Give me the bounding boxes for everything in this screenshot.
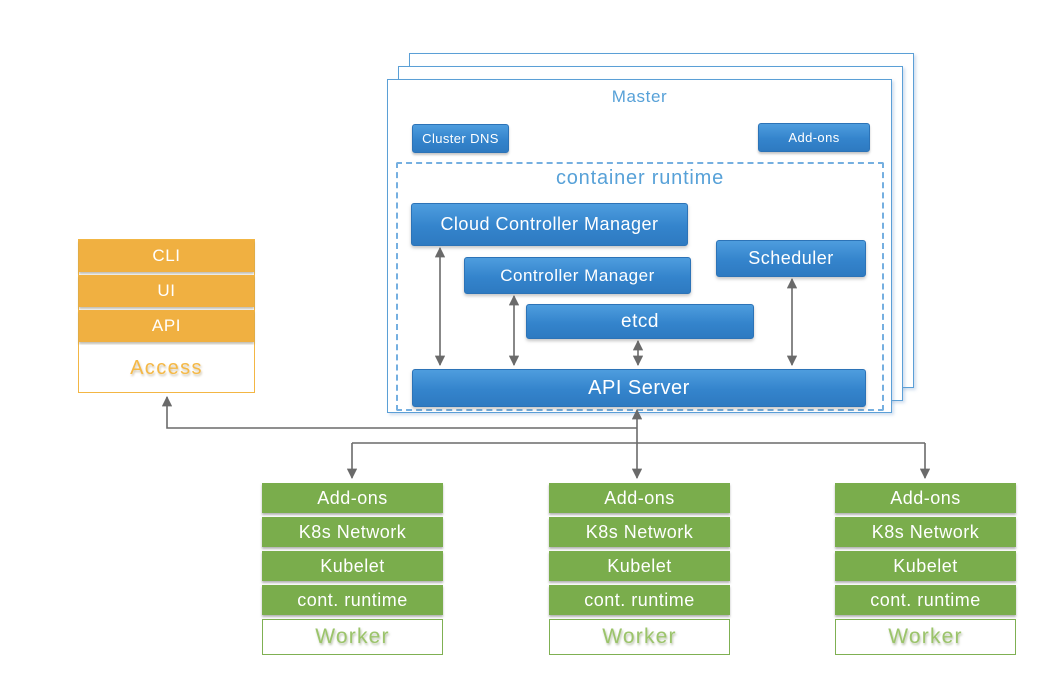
worker2-label: Worker: [549, 619, 730, 655]
worker1-cont-runtime: cont. runtime: [262, 585, 443, 615]
access-stack: CLI UI API Access: [78, 239, 255, 393]
worker3-addons: Add-ons: [835, 483, 1016, 513]
worker2-k8s-network: K8s Network: [549, 517, 730, 547]
master-addons-box: Add-ons: [758, 123, 870, 152]
worker1-label: Worker: [262, 619, 443, 655]
worker3-label: Worker: [835, 619, 1016, 655]
container-runtime-title: container runtime: [555, 167, 725, 189]
access-item-api: API: [79, 310, 254, 342]
worker3-kubelet: Kubelet: [835, 551, 1016, 581]
container-runtime-box: container runtime Cloud Controller Manag…: [396, 162, 884, 411]
master-title: Master: [611, 87, 668, 106]
worker-node-2: Add-ons K8s Network Kubelet cont. runtim…: [549, 483, 730, 655]
api-server-box: API Server: [412, 369, 866, 407]
worker3-k8s-network: K8s Network: [835, 517, 1016, 547]
worker2-addons: Add-ons: [549, 483, 730, 513]
worker1-k8s-network: K8s Network: [262, 517, 443, 547]
worker2-kubelet: Kubelet: [549, 551, 730, 581]
worker2-cont-runtime: cont. runtime: [549, 585, 730, 615]
worker-node-3: Add-ons K8s Network Kubelet cont. runtim…: [835, 483, 1016, 655]
controller-manager-box: Controller Manager: [464, 257, 691, 294]
etcd-box: etcd: [526, 304, 754, 339]
worker1-kubelet: Kubelet: [262, 551, 443, 581]
access-item-ui: UI: [79, 275, 254, 307]
access-label: Access: [79, 345, 254, 392]
worker3-cont-runtime: cont. runtime: [835, 585, 1016, 615]
access-item-cli: CLI: [79, 240, 254, 272]
cloud-controller-manager-box: Cloud Controller Manager: [411, 203, 688, 246]
master-panel: Master Cluster DNS Add-ons container run…: [387, 79, 892, 413]
worker-node-1: Add-ons K8s Network Kubelet cont. runtim…: [262, 483, 443, 655]
scheduler-box: Scheduler: [716, 240, 866, 277]
worker1-addons: Add-ons: [262, 483, 443, 513]
cluster-dns-box: Cluster DNS: [412, 124, 509, 153]
